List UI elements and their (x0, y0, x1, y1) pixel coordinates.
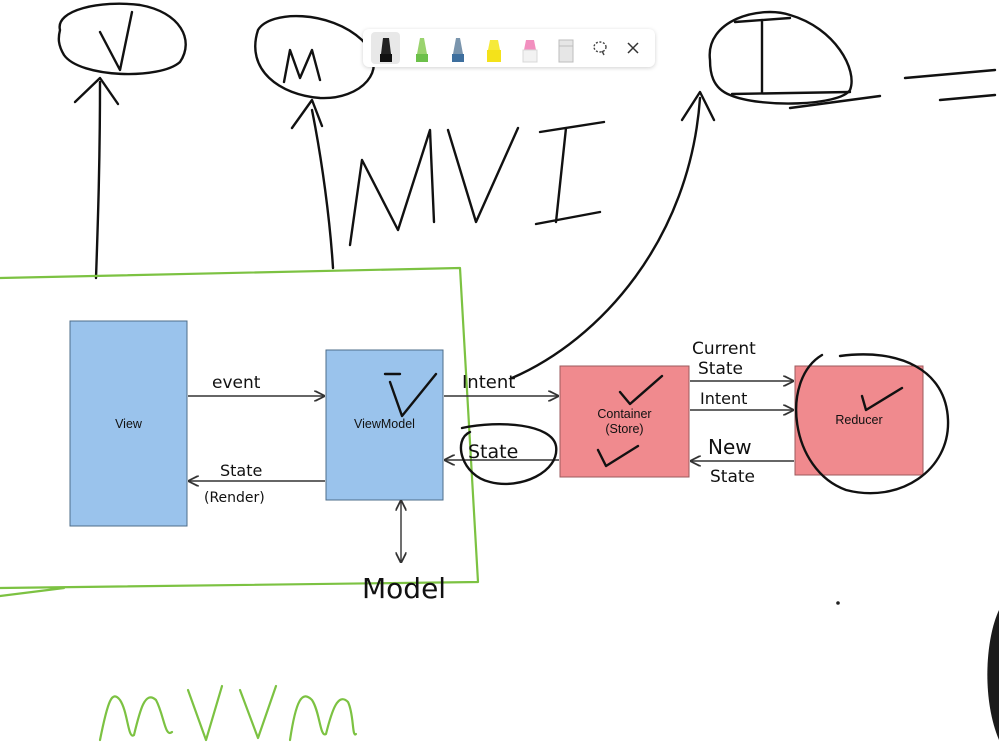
container-box-sublabel: (Store) (605, 422, 643, 436)
arrow-to-v (73, 76, 120, 280)
viewmodel-box: ViewModel (325, 349, 444, 501)
yellow-highlighter-tool[interactable] (479, 32, 508, 64)
reducer-box-label: Reducer (835, 413, 882, 427)
blue-pen-tool[interactable] (443, 32, 472, 64)
lasso-icon (593, 41, 607, 56)
state-render-sublabel: (Render) (204, 490, 265, 506)
intent-reducer-label: Intent (700, 389, 747, 408)
pen-toolbar (363, 29, 655, 67)
green-pen-icon (415, 38, 428, 62)
blue-pen-icon (451, 38, 464, 62)
current-state-label: Current (692, 339, 756, 359)
state-label: State (468, 441, 518, 463)
view-box-rect (69, 320, 188, 527)
current-state-sublabel: State (698, 359, 743, 379)
arrow-to-i (510, 90, 716, 380)
checkmark-icon (383, 372, 438, 418)
container-box: Container (Store) (559, 365, 690, 478)
event-label: event (212, 373, 261, 393)
pink-highlighter-icon (522, 40, 537, 63)
eraser-tool[interactable] (551, 32, 580, 64)
container-box-label: Container (597, 407, 651, 421)
green-pen-tool[interactable] (407, 32, 436, 64)
checkmark-icon (860, 386, 904, 412)
intent-label: Intent (462, 372, 515, 393)
view-box-label: View (115, 417, 143, 431)
reducer-box-rect (794, 365, 924, 476)
view-box: View (69, 320, 188, 527)
close-toolbar-button[interactable] (620, 33, 646, 63)
pink-highlighter-tool[interactable] (515, 32, 544, 64)
container-box-rect (559, 365, 690, 478)
new-state-label: New (708, 435, 752, 459)
viewmodel-box-label: ViewModel (354, 417, 415, 431)
black-pen-icon (379, 38, 392, 62)
arrow-to-m (290, 98, 335, 270)
circled-v-annotation (57, 2, 187, 76)
circled-i-annotation (708, 10, 997, 110)
reducer-box: Reducer (794, 353, 950, 495)
viewmodel-box-rect (325, 349, 444, 501)
mvvm-boundary (0, 266, 480, 598)
model-label: Model (362, 572, 446, 605)
stray-dot (836, 601, 840, 605)
state-render-label: State (220, 461, 262, 480)
mvvm-title (98, 684, 358, 742)
black-pen-tool[interactable] (371, 32, 400, 64)
state-circle-annotation (459, 423, 558, 486)
close-icon (627, 42, 639, 54)
checkmark-icon (618, 374, 664, 406)
reducer-circle-annotation (794, 353, 950, 495)
circled-m-annotation (254, 14, 375, 100)
new-state-sublabel: State (710, 467, 755, 487)
lasso-tool[interactable] (587, 33, 613, 63)
mvi-title (348, 120, 606, 247)
eraser-icon (558, 39, 573, 63)
webcam-overlay-edge (987, 610, 999, 740)
checkmark-icon (596, 444, 640, 468)
yellow-highlighter-icon (486, 40, 501, 62)
